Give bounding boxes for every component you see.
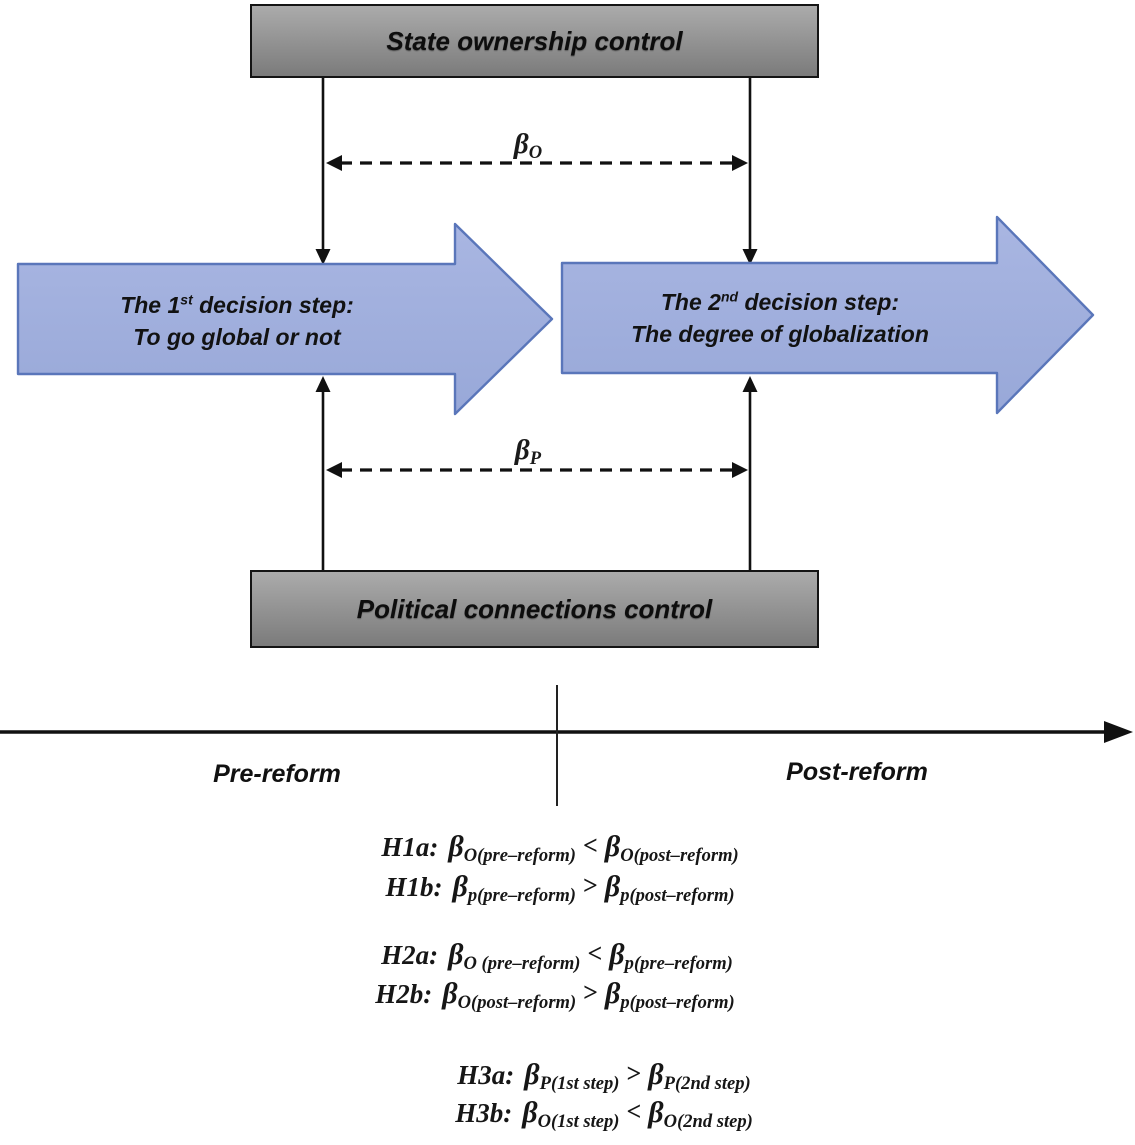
post-reform-label: Post-reform [786, 758, 928, 786]
step1-arrow-label: The 1st decision step: To go global or n… [120, 283, 354, 353]
hypothesis-h1b: H1b:βp(pre–reform)>βp(post–reform) [385, 870, 735, 907]
ordinal-superscript: nd [720, 288, 739, 305]
hypothesis-h3b: H3b:βO(1st step)<βO(2nd step) [455, 1096, 753, 1133]
political-connections-control-box: Political connections control [250, 570, 819, 648]
step1-line2: To go global or not [133, 323, 341, 350]
right-arrow-icon [1104, 721, 1133, 743]
state-ownership-control-box: State ownership control [250, 4, 819, 78]
hypothesis-h3a: H3a:βP(1st step)>βP(2nd step) [457, 1058, 751, 1095]
hypothesis-h1a: H1a:βO(pre–reform)<βO(post–reform) [381, 830, 739, 867]
beta-o-label: βO [513, 128, 543, 164]
hypothesis-h2a: H2a:βO (pre–reform)<βp(pre–reform) [381, 938, 733, 975]
pre-reform-label: Pre-reform [213, 760, 341, 788]
beta-p-label: βP [514, 434, 542, 470]
hypothesis-h2b: H2b:βO(post–reform)>βp(post–reform) [375, 977, 735, 1014]
ordinal-superscript: st [180, 291, 193, 308]
step2-line2: The degree of globalization [631, 320, 929, 347]
up-arrow-icon [315, 376, 758, 570]
step2-line1: The 2nd decision step: [660, 288, 900, 315]
step1-line1: The 1st decision step: [120, 291, 354, 318]
down-arrow-icon [315, 78, 758, 265]
state-ownership-control-label: State ownership control [386, 25, 683, 56]
timeline-axis [0, 685, 1133, 806]
step2-arrow-label: The 2nd decision step: The degree of glo… [631, 280, 929, 350]
political-connections-control-label: Political connections control [356, 593, 713, 624]
